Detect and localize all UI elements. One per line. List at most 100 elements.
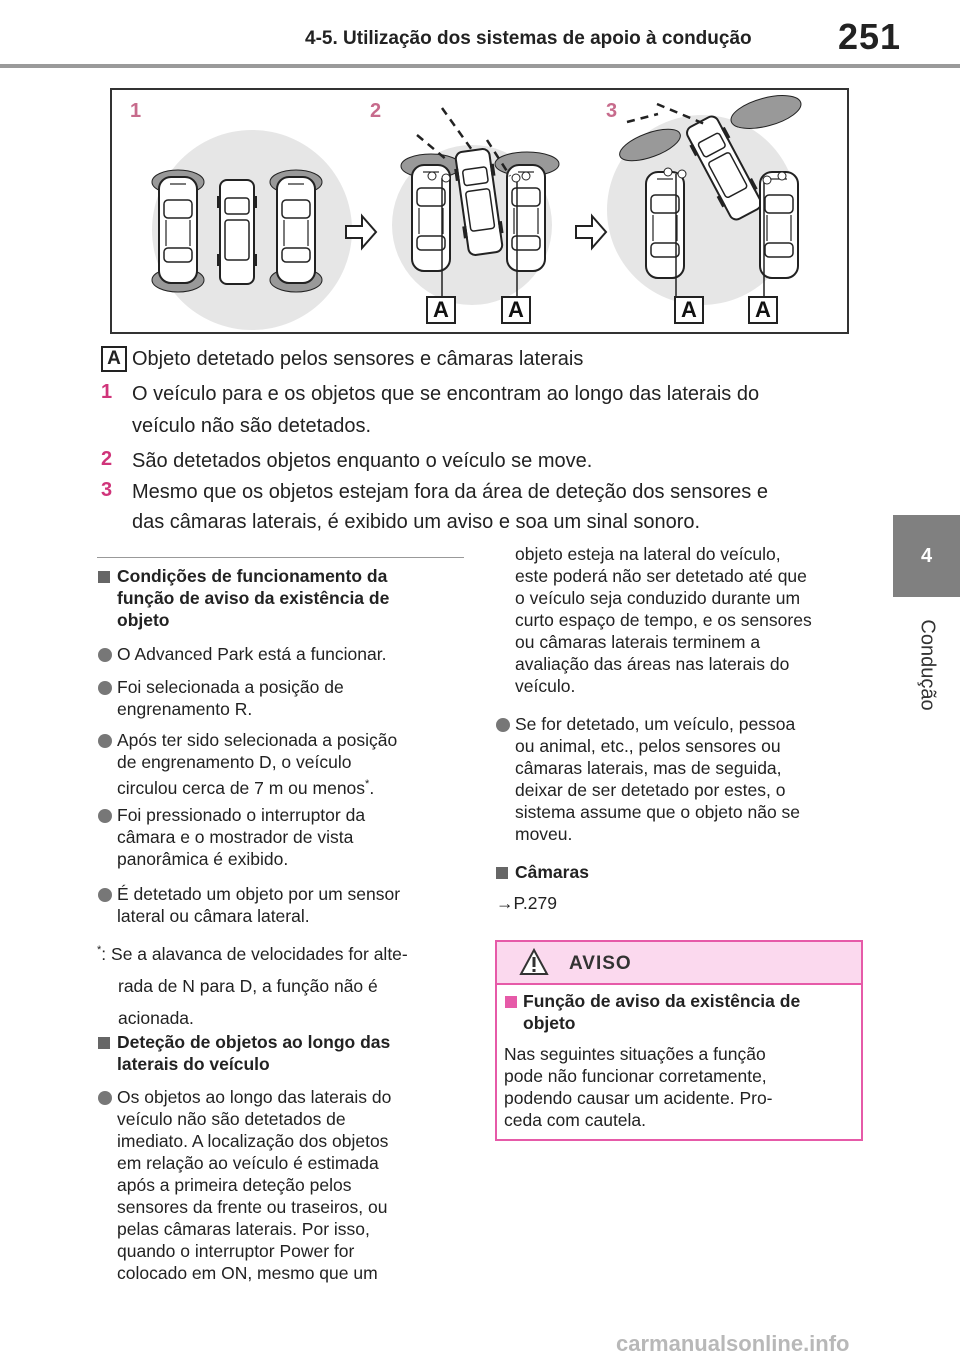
legend-item-1-line1: O veículo para e os objetos que se encon… <box>132 383 760 405</box>
text-line: objeto esteja na lateral do veículo, <box>515 544 781 564</box>
condition-item: É detetado um objeto por um sensor later… <box>117 883 400 927</box>
round-bullet-icon <box>496 718 510 732</box>
legend-num-1: 1 <box>101 381 113 403</box>
warning-triangle-icon <box>519 948 549 975</box>
footnote: *: Se a alavanca de velocidades for alte… <box>97 934 408 1034</box>
parking-sensor-illustration: 1 2 3 A A A A <box>110 88 849 334</box>
text-line: avaliação das áreas nas laterais do <box>515 654 790 674</box>
detection-paragraph: Os objetos ao longo das laterais do veíc… <box>117 1086 391 1284</box>
sensor-marker-a: A <box>674 296 704 324</box>
legend-marker-text: Objeto detetado pelos sensores e câmaras… <box>132 348 584 370</box>
text-line: ceda com cautela. <box>504 1110 647 1130</box>
text-line: Foi pressionado o interruptor da <box>117 805 366 825</box>
footnote-colon: : <box>101 943 107 964</box>
legend-marker-a: A <box>101 346 127 372</box>
text-line: veículo. <box>515 676 576 696</box>
square-bullet-icon <box>496 867 508 879</box>
parking-diagram-svg <box>151 95 802 330</box>
step-1-label: 1 <box>130 100 142 122</box>
legend-num-2: 2 <box>101 448 113 470</box>
legend-item-1-line2: veículo não são detetados. <box>132 415 372 437</box>
text-line: câmara e o mostrador de vista <box>117 827 354 847</box>
warning-box: AVISO Função de aviso da existência de o… <box>495 940 863 1141</box>
footnote-line: acionada. <box>118 1007 194 1028</box>
text-span: . <box>369 777 375 798</box>
header-rule <box>0 64 960 68</box>
heading-line: Condições de funcionamento da <box>117 566 388 586</box>
text-line: Após ter sido selecionada a posição <box>117 730 398 750</box>
step-2-label: 2 <box>370 100 382 122</box>
legend-item-3-line1: Mesmo que os objetos estejam fora da áre… <box>132 481 768 503</box>
text-line: veículo não são detetados de <box>117 1109 346 1129</box>
condition-item: Após ter sido selecionada a posição de e… <box>117 729 397 799</box>
chapter-tab: 4 <box>893 515 960 597</box>
warning-header: AVISO <box>497 942 861 985</box>
text-line: pelas câmaras laterais. Por isso, <box>117 1219 370 1239</box>
round-bullet-icon <box>98 734 112 748</box>
warning-subtitle: Função de aviso da existência de objeto <box>523 990 800 1034</box>
legend-num-3: 3 <box>101 479 113 501</box>
text-span: Se a alavanca de velocidades for alte- <box>111 943 408 964</box>
footnote-line: rada de N para D, a função não é <box>118 975 378 996</box>
section-heading-detection: Deteção de objetos ao longo das laterais… <box>117 1031 390 1075</box>
round-bullet-icon <box>98 681 112 695</box>
text-line: Os objetos ao longo das laterais do <box>117 1087 392 1107</box>
text-line: Se for detetado, um veículo, pessoa <box>515 714 796 734</box>
square-bullet-icon <box>98 1037 110 1049</box>
text-line: circulou cerca de 7 m ou menos*. <box>117 773 397 799</box>
square-bullet-icon <box>505 996 517 1008</box>
heading-line: função de aviso da existência de <box>117 588 390 608</box>
step-3-label: 3 <box>606 100 618 122</box>
sensor-marker-a: A <box>501 296 531 324</box>
text-line: imediato. A localização dos objetos <box>117 1131 389 1151</box>
round-bullet-icon <box>98 888 112 902</box>
chapter-label-text: Condução <box>916 619 938 711</box>
text-line: após a primeira deteção pelos <box>117 1175 352 1195</box>
page-reference-link[interactable]: →P.279 <box>496 893 557 913</box>
heading-line: Deteção de objetos ao longo das <box>117 1032 391 1052</box>
text-line: pode não funcionar corretamente, <box>504 1066 767 1086</box>
text-line: curto espaço de tempo, e os sensores <box>515 610 812 630</box>
text-line: Nas seguintes situações a função <box>504 1044 766 1064</box>
heading-line: objeto <box>523 1013 576 1033</box>
condition-item: Foi selecionada a posição de engrenament… <box>117 676 344 720</box>
page-number: 251 <box>838 16 902 57</box>
section-title: 4-5. Utilização dos sistemas de apoio à … <box>305 28 752 49</box>
watermark: carmanualsonline.info <box>616 1331 850 1356</box>
text-line: o veículo seja conduzido durante um <box>515 588 801 608</box>
text-line: sistema assume que o objeto não se <box>515 802 801 822</box>
column-rule <box>97 557 464 558</box>
text-line: este poderá não ser detetado até que <box>515 566 807 586</box>
warning-title: AVISO <box>569 953 632 974</box>
square-bullet-icon <box>98 571 110 583</box>
text-line: panorâmica é exibido. <box>117 849 289 869</box>
detection-paragraph-continued: objeto esteja na lateral do veículo, est… <box>515 543 812 697</box>
text-line: em relação ao veículo é estimada <box>117 1153 379 1173</box>
text-line: moveu. <box>515 824 573 844</box>
legend-item-3-line2: das câmaras laterais, é exibido um aviso… <box>132 511 701 533</box>
warning-body: Nas seguintes situações a função pode nã… <box>504 1043 773 1131</box>
condition-item: Foi pressionado o interruptor da câmara … <box>117 804 365 870</box>
text-line: colocado em ON, mesmo que um <box>117 1263 378 1283</box>
section-heading-conditions: Condições de funcionamento da função de … <box>117 565 389 631</box>
section-heading-cameras: Câmaras <box>515 862 589 882</box>
sensor-marker-a: A <box>748 296 778 324</box>
text-line: lateral ou câmara lateral. <box>117 906 310 926</box>
text-line: Foi selecionada a posição de <box>117 677 344 697</box>
text-line: ou câmaras laterais terminem a <box>515 632 761 652</box>
condition-item: O Advanced Park está a funcionar. <box>117 644 387 664</box>
text-line: quando o interruptor Power for <box>117 1241 355 1261</box>
detection-bullet: Se for detetado, um veículo, pessoa ou a… <box>515 713 800 845</box>
round-bullet-icon <box>98 1091 112 1105</box>
footnote-line: *: Se a alavanca de velocidades for alte… <box>97 934 408 970</box>
text-line: de engrenamento D, o veículo <box>117 752 352 772</box>
text-line: É detetado um objeto por um sensor <box>117 884 401 904</box>
text-line: podendo causar um acidente. Pro- <box>504 1088 773 1108</box>
text-line: deixar de ser detetado por estes, o <box>515 780 786 800</box>
text-line: engrenamento R. <box>117 699 253 719</box>
round-bullet-icon <box>98 648 112 662</box>
heading-line: Função de aviso da existência de <box>523 991 801 1011</box>
heading-line: objeto <box>117 610 170 630</box>
footnote-ref: * <box>365 778 370 790</box>
sensor-marker-a: A <box>426 296 456 324</box>
